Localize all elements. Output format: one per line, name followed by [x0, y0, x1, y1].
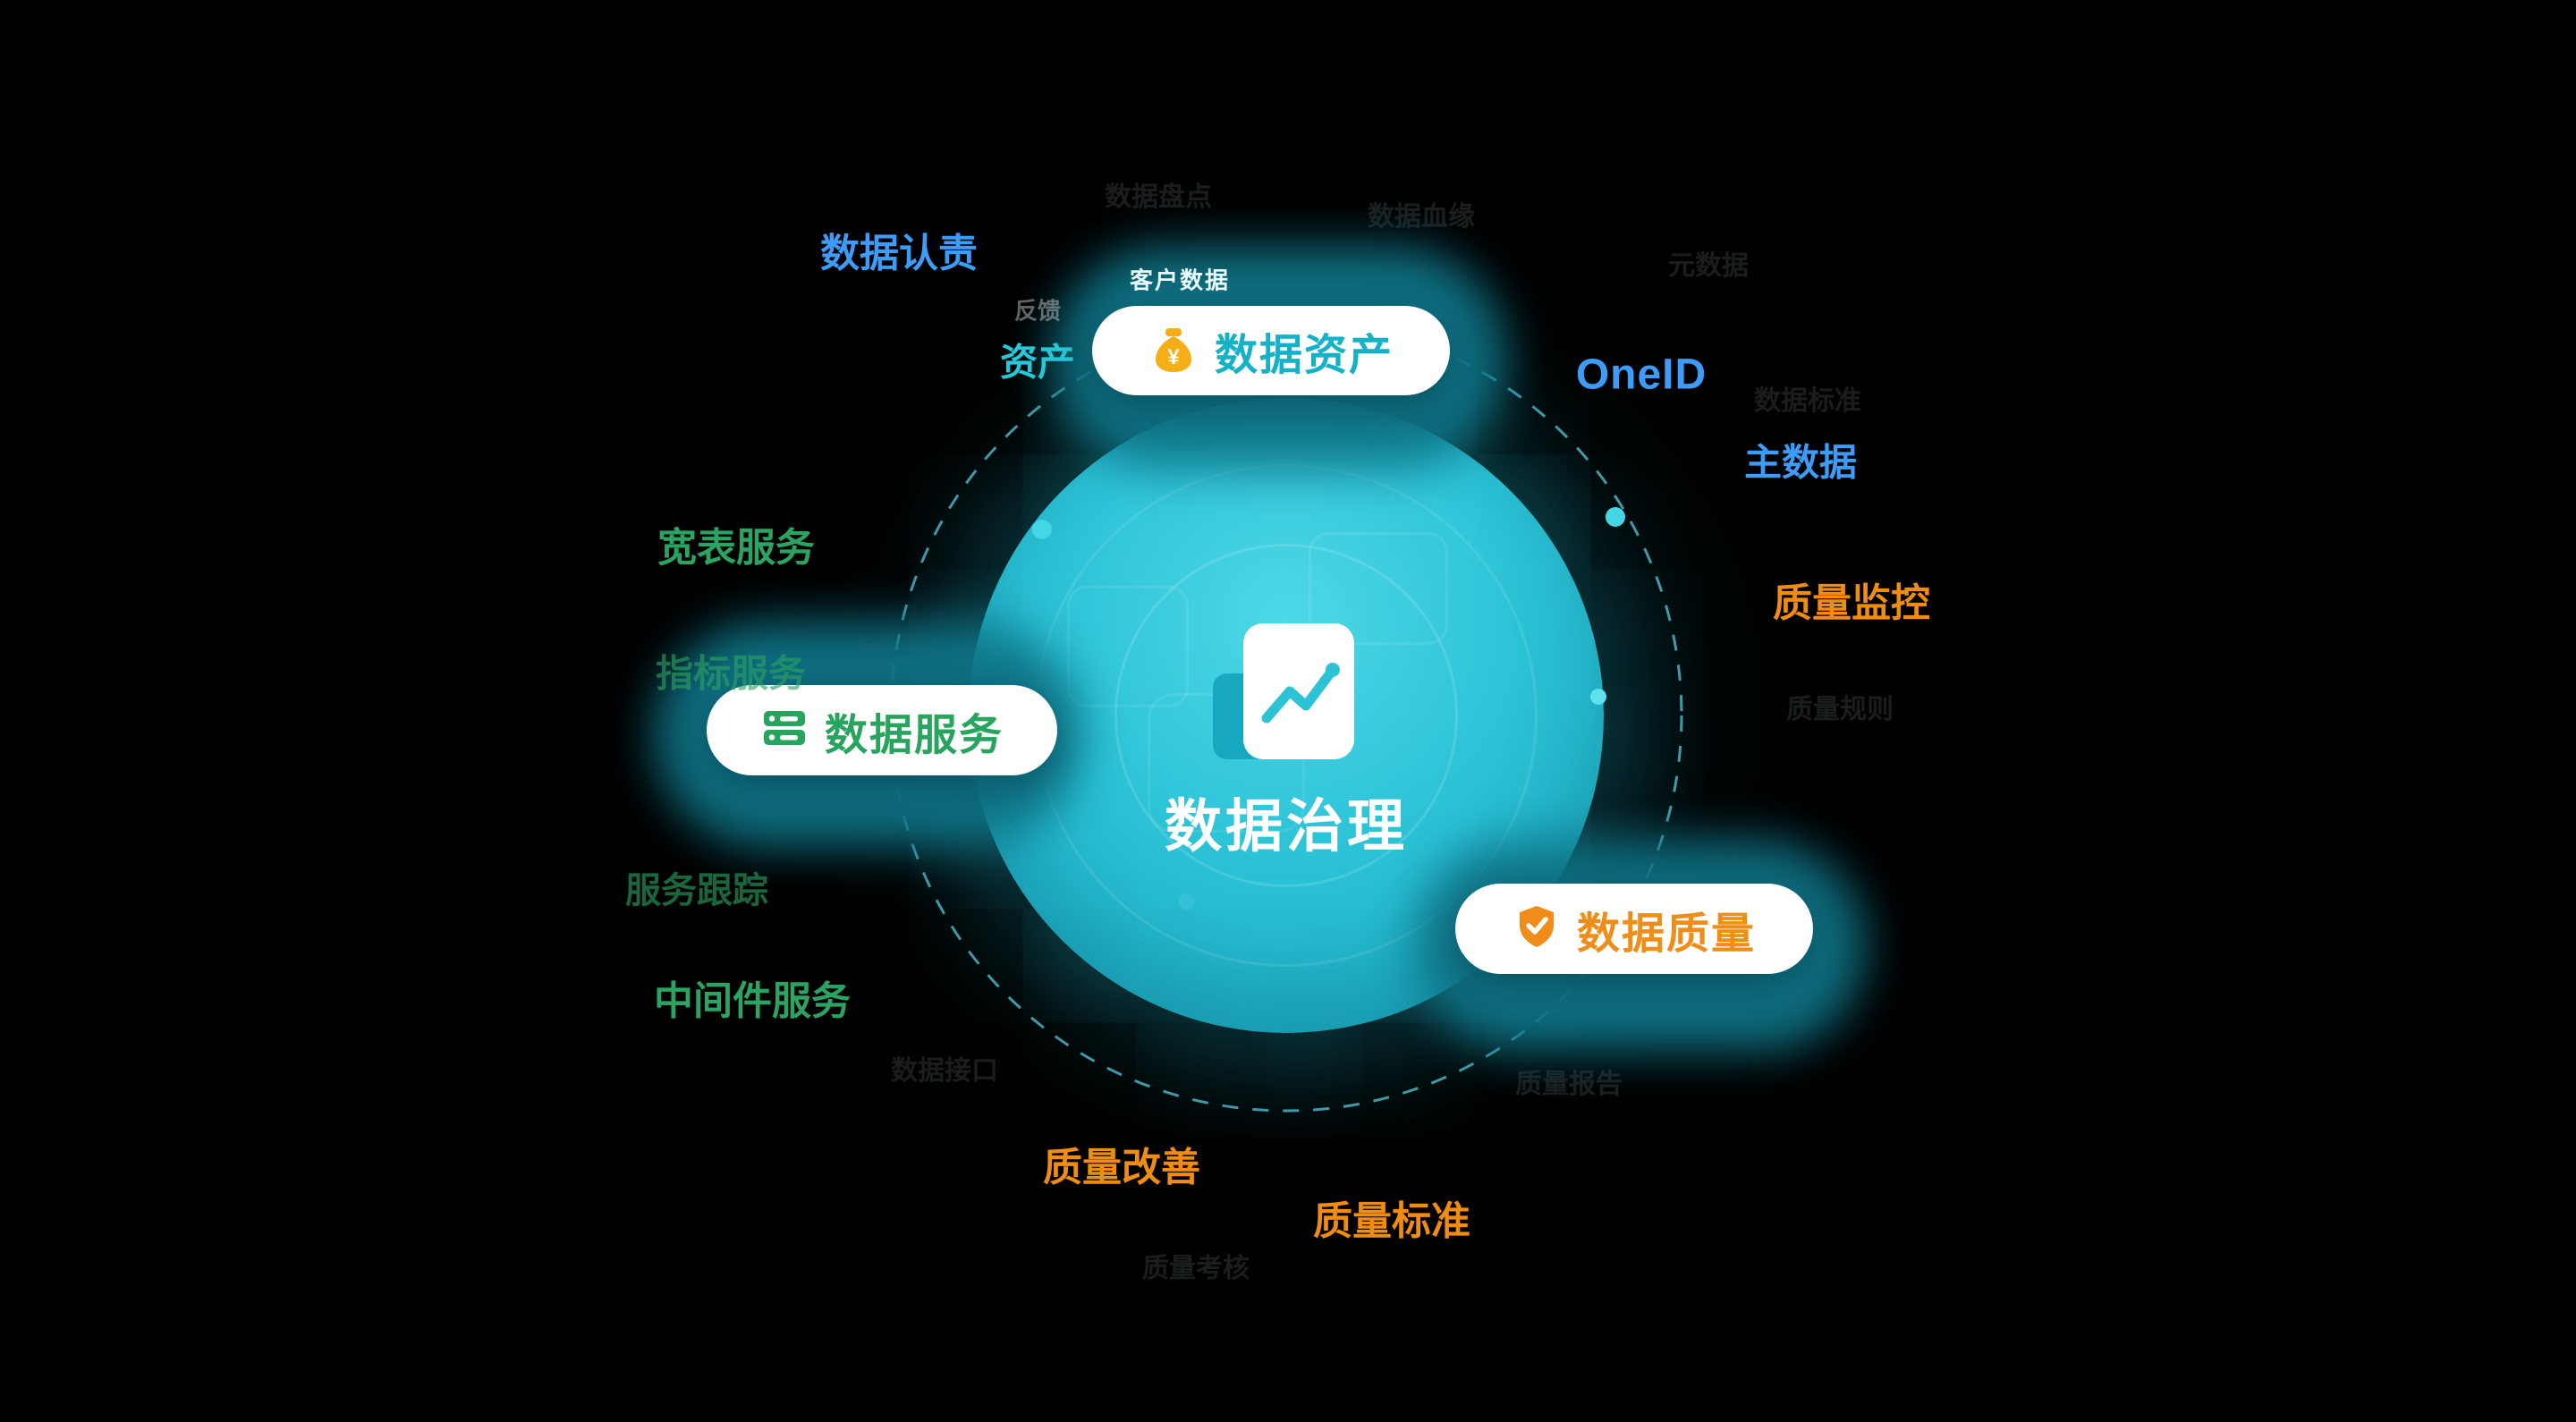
- data-quality-label: 数据质量: [1576, 910, 1756, 958]
- faint-label: 数据接口: [891, 1056, 998, 1086]
- faint-label: 质量考核: [1142, 1254, 1250, 1283]
- center-title: 数据治理: [1165, 794, 1408, 859]
- faint-label: 质量规则: [1786, 695, 1894, 724]
- label-indicator-service: 指标服务: [655, 652, 807, 695]
- report-chart-icon: [1197, 618, 1376, 774]
- server-stack-icon: [760, 704, 809, 757]
- data-services-pill[interactable]: 数据服务: [707, 685, 1057, 775]
- shield-check-icon: [1513, 902, 1561, 955]
- label-middleware-service: 中间件服务: [654, 979, 851, 1023]
- label-service-tracking: 服务跟踪: [625, 871, 768, 910]
- label-quality-standard: 质量标准: [1313, 1199, 1470, 1243]
- label-data-responsibility: 数据认责: [820, 232, 978, 275]
- label-oneid: OneID: [1575, 351, 1707, 399]
- label-quality-improvement: 质量改善: [1043, 1146, 1200, 1189]
- money-bag-icon: ¥: [1148, 324, 1199, 378]
- label-master-data: 主数据: [1743, 441, 1858, 484]
- circuit-decoration: [1067, 586, 1189, 707]
- faint-label: 数据血缘: [1368, 202, 1475, 232]
- data-assets-label: 数据资产: [1214, 332, 1394, 379]
- svg-text:¥: ¥: [1167, 345, 1180, 369]
- data-services-label: 数据服务: [824, 711, 1004, 759]
- data-assets-pill[interactable]: ¥ 数据资产: [1092, 306, 1450, 395]
- faint-label: 数据盘点: [1105, 182, 1212, 212]
- label-wide-table-service: 宽表服务: [657, 526, 815, 570]
- faint-label: 元数据: [1668, 251, 1749, 281]
- faint-label: 数据标准: [1754, 386, 1861, 416]
- label-asset: 资产: [999, 341, 1076, 384]
- data-quality-pill[interactable]: 数据质量: [1455, 884, 1813, 974]
- faint-label: 质量报告: [1515, 1070, 1623, 1099]
- label-quality-monitoring: 质量监控: [1773, 581, 1930, 625]
- label-customer-data: 客户数据: [1129, 267, 1231, 294]
- label-feedback: 反馈: [1013, 297, 1062, 325]
